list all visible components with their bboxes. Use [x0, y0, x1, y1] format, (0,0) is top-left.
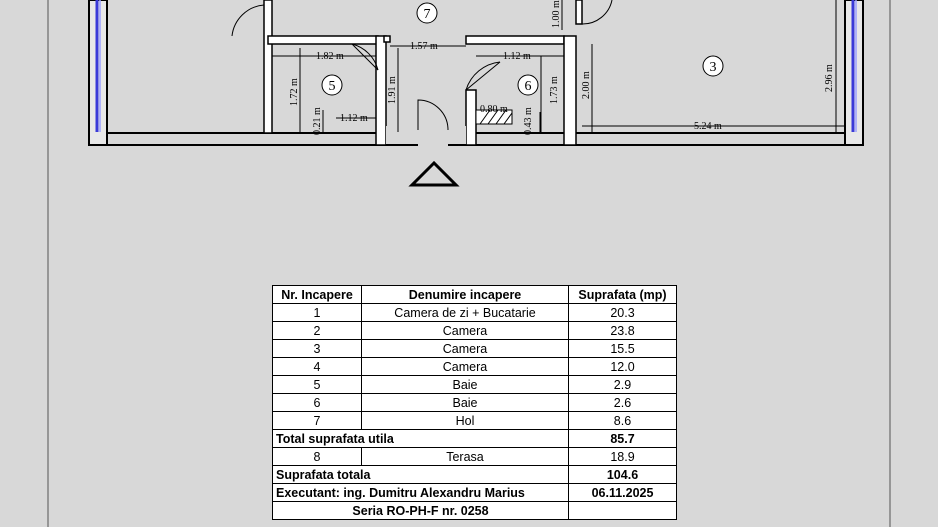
room-number: 5 — [329, 79, 336, 94]
dimension-label: 1.00 m — [551, 0, 562, 28]
table-row: 5 Baie 2.9 — [272, 375, 677, 394]
table-row: 2 Camera 23.8 — [272, 321, 677, 340]
table-row: 4 Camera 12.0 — [272, 357, 677, 376]
serie-label: Seria RO-PH-F nr. 0258 — [272, 501, 569, 520]
room-name: Baie — [361, 375, 569, 394]
door — [231, 0, 613, 131]
total-util-row: Total suprafata utila 85.7 — [272, 429, 677, 448]
dimension-label: 2.00 m — [581, 71, 592, 99]
room-nr: 4 — [272, 357, 362, 376]
table-row: 6 Baie 2.6 — [272, 393, 677, 412]
room-name: Camera — [361, 321, 569, 340]
table-row: 8 Terasa 18.9 — [272, 447, 677, 466]
shaft — [475, 109, 513, 125]
room-nr: 3 — [272, 339, 362, 358]
room-number: 6 — [525, 79, 532, 94]
room-name: Camera de zi + Bucatarie — [361, 303, 569, 322]
total-value: 104.6 — [568, 465, 677, 484]
dimension-label: 1.12 m — [503, 51, 531, 62]
room-name: Hol — [361, 411, 569, 430]
executant-label: Executant: ing. Dumitru Alexandru Marius — [272, 483, 569, 502]
room-area: 20.3 — [568, 303, 677, 322]
room-area: 8.6 — [568, 411, 677, 430]
dimension-label: 0.43 m — [523, 107, 534, 135]
dimension-label: 1.57 m — [410, 41, 438, 52]
room-area: 23.8 — [568, 321, 677, 340]
column-header: Suprafata (mp) — [568, 285, 677, 304]
serie-empty-cell — [568, 501, 677, 520]
room-number: 7 — [424, 7, 431, 22]
room-nr: 1 — [272, 303, 362, 322]
total-util-label: Total suprafata utila — [272, 429, 569, 448]
dimension-label: 1.72 m — [289, 78, 300, 106]
room-number: 3 — [710, 60, 717, 75]
dimension-label: 1.73 m — [549, 76, 560, 104]
room-nr: 5 — [272, 375, 362, 394]
dimension-label: 1.82 m — [316, 51, 344, 62]
column-header: Nr. Incapere — [272, 285, 362, 304]
executant-row: Executant: ing. Dumitru Alexandru Marius… — [272, 483, 677, 502]
serie-row: Seria RO-PH-F nr. 0258 — [272, 501, 677, 520]
room-area: 2.6 — [568, 393, 677, 412]
room-nr: 2 — [272, 321, 362, 340]
dimension-label: 5.24 m — [694, 121, 722, 132]
interior-wall — [263, 0, 583, 146]
table-row: 3 Camera 15.5 — [272, 339, 677, 358]
room-nr: 6 — [272, 393, 362, 412]
total-row: Suprafata totala 104.6 — [272, 465, 677, 484]
dimension-lines — [272, 0, 845, 132]
table-row: 7 Hol 8.6 — [272, 411, 677, 430]
window — [95, 0, 857, 132]
dimension-label: 1.12 m — [340, 113, 368, 124]
table-row: 1 Camera de zi + Bucatarie 20.3 — [272, 303, 677, 322]
table-header-row: Nr. Incapere Denumire incapere Suprafata… — [272, 285, 677, 304]
room-area: 15.5 — [568, 339, 677, 358]
room-name: Terasa — [361, 447, 569, 466]
total-util-value: 85.7 — [568, 429, 677, 448]
room-name: Camera — [361, 339, 569, 358]
room-area: 2.9 — [568, 375, 677, 394]
room-area: 12.0 — [568, 357, 677, 376]
dimension-label: 1.91 m — [387, 76, 398, 104]
room-nr: 8 — [272, 447, 362, 466]
room-area: 18.9 — [568, 447, 677, 466]
executant-date: 06.11.2025 — [568, 483, 677, 502]
room-name: Camera — [361, 357, 569, 376]
room-name: Baie — [361, 393, 569, 412]
room-nr: 7 — [272, 411, 362, 430]
dimension-label: 2.96 m — [824, 64, 835, 92]
dimension-label: 0.21 m — [312, 107, 323, 135]
dimension-label: 0.80 m — [480, 104, 508, 115]
column-header: Denumire incapere — [361, 285, 569, 304]
total-label: Suprafata totala — [272, 465, 569, 484]
room-marker — [321, 2, 724, 96]
entrance-triangle-icon — [408, 160, 460, 187]
area-table: Nr. Incapere Denumire incapere Suprafata… — [272, 285, 677, 520]
